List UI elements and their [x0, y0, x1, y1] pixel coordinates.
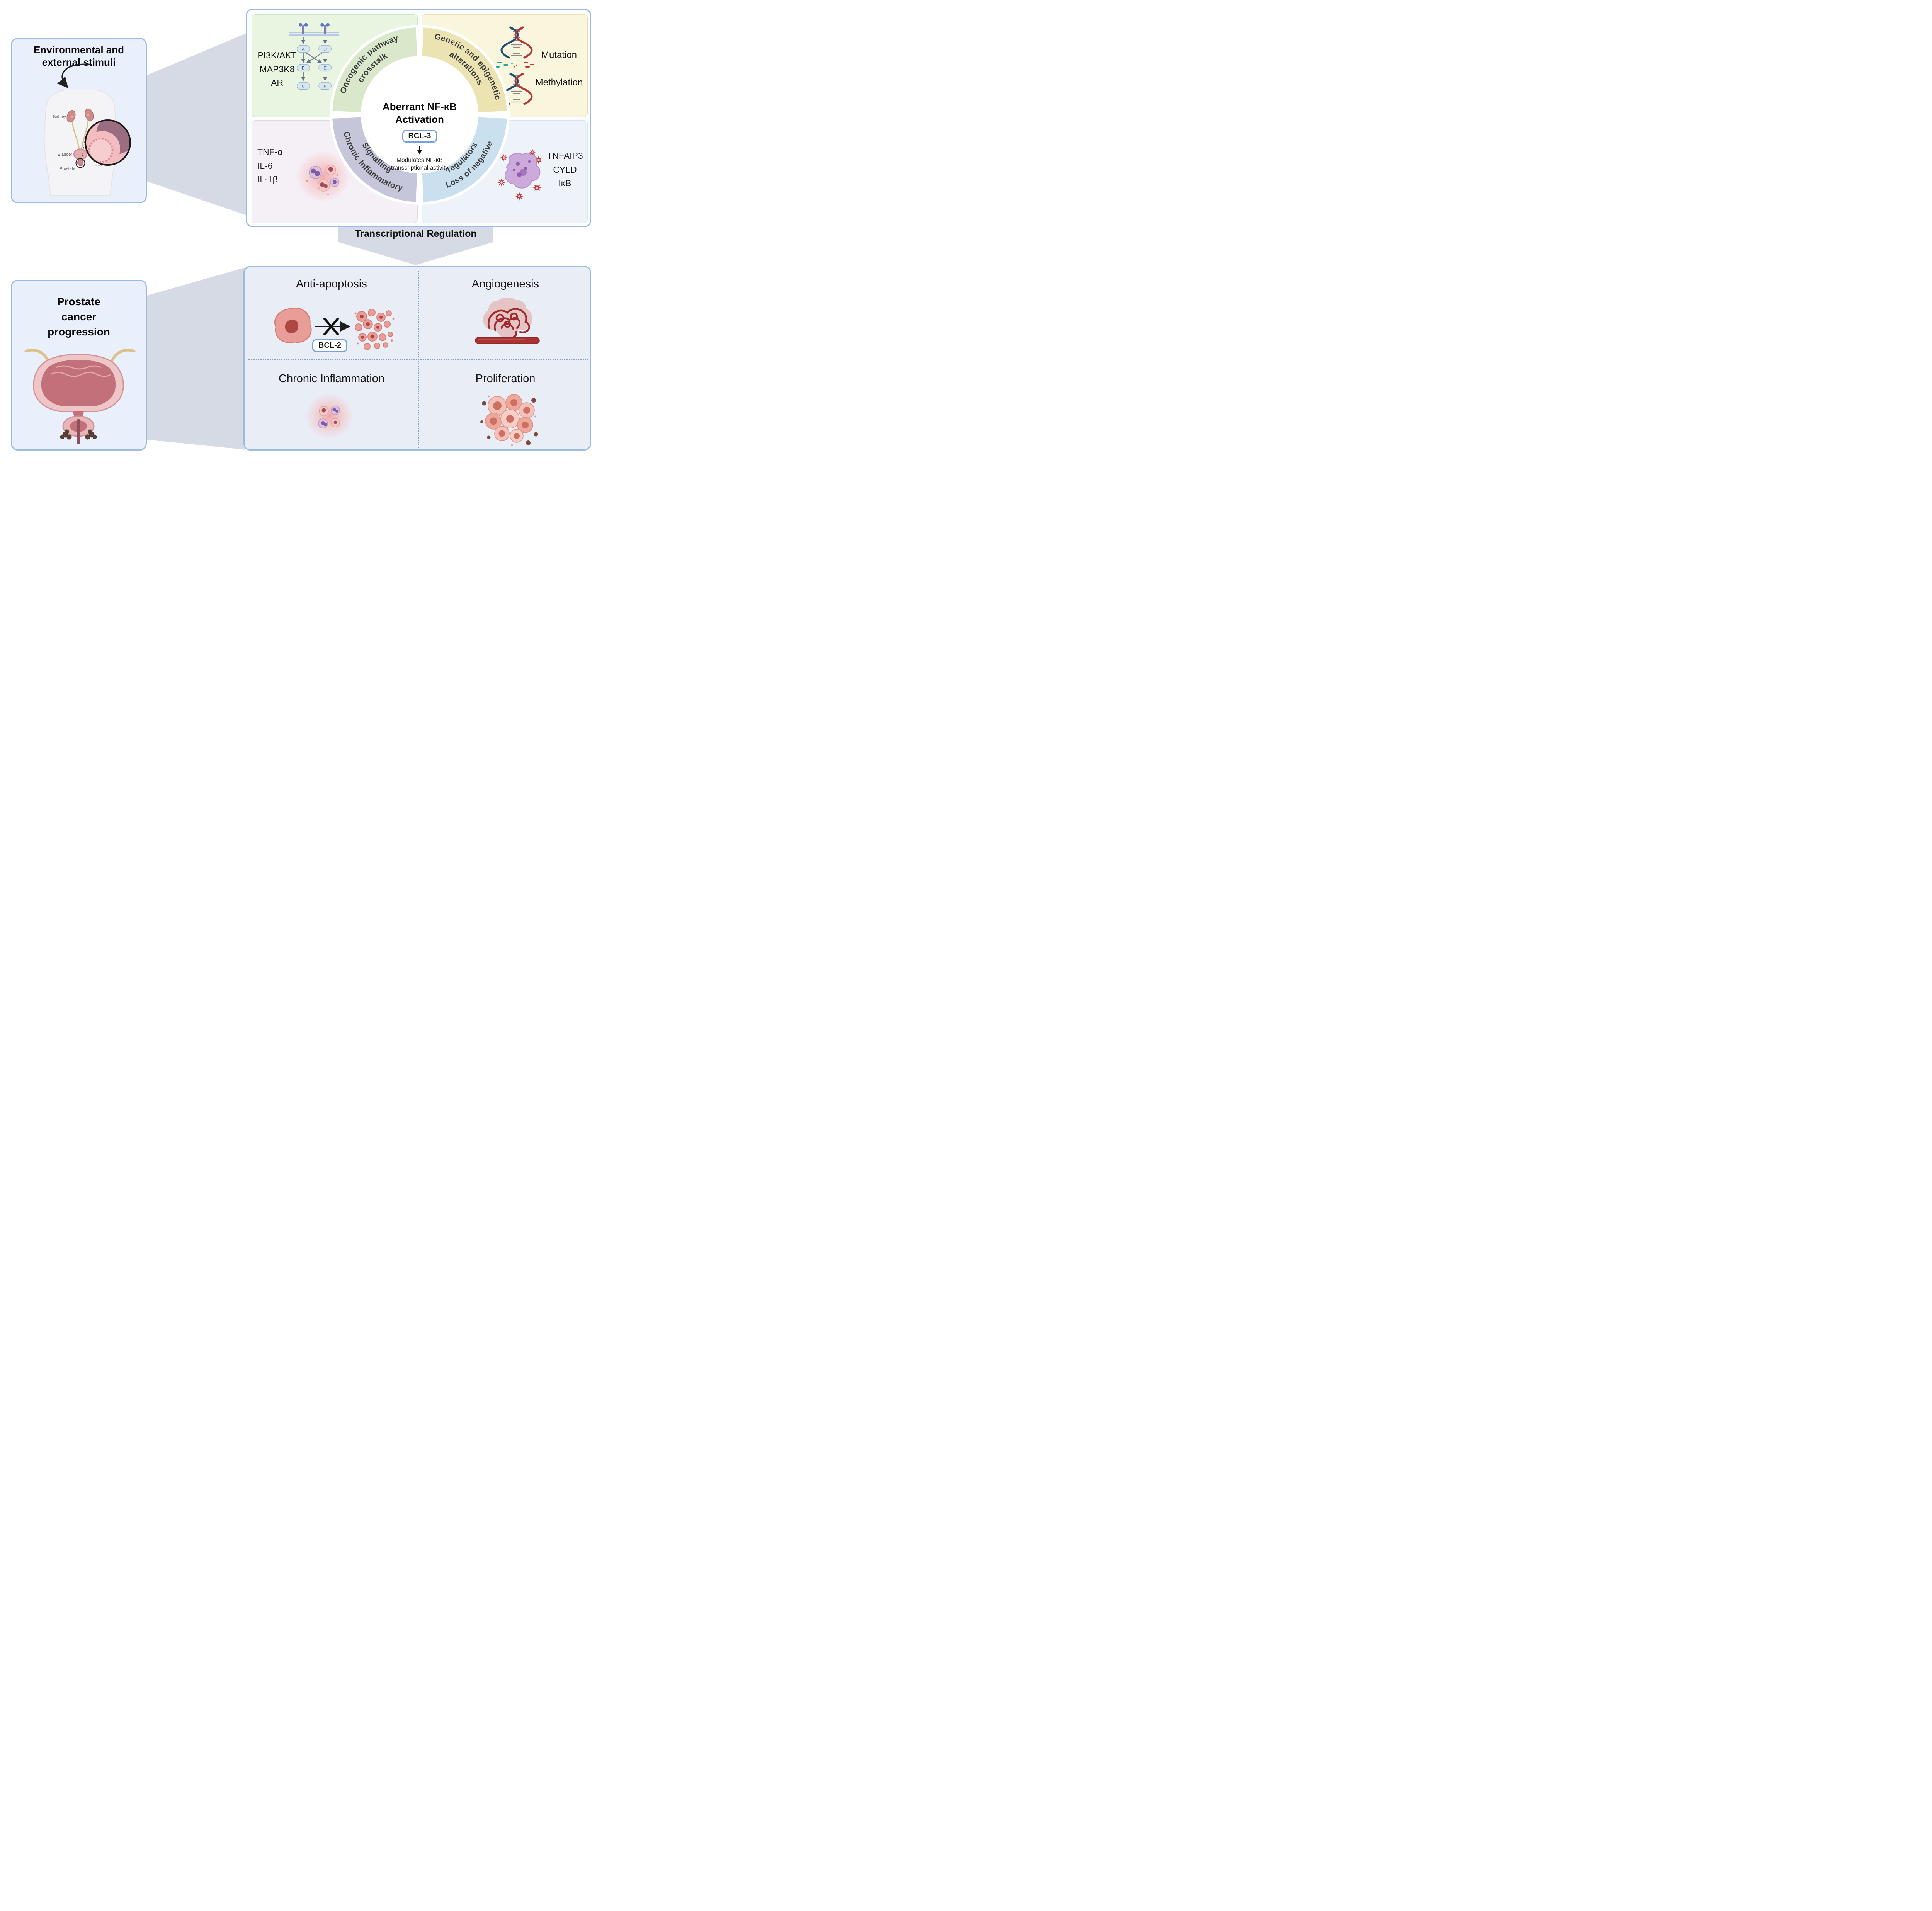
- genetic-labels: Mutation Methylation: [532, 48, 586, 90]
- regulator-label: TNFAIP3: [547, 151, 583, 161]
- gene-label: MAP3K8: [259, 64, 295, 74]
- node-letter: A: [302, 47, 305, 52]
- aberrant-nfkb-center: Aberrant NF-κB Activation BCL-3 Modulate…: [367, 100, 472, 172]
- macrophage-virus-icon: [497, 149, 543, 201]
- bladder-rugae: [56, 365, 101, 370]
- cytokine-label: IL-6: [257, 160, 273, 171]
- node-letter: B: [302, 66, 304, 71]
- mutation-fragments-icon: [496, 62, 534, 68]
- gene-label: AR: [271, 78, 283, 88]
- angiogenesis-icon: [475, 298, 540, 344]
- cytokine-label: TNF-α: [257, 147, 283, 157]
- main-vessel: [475, 337, 540, 344]
- angiogenesis-quadrant: Angiogenesis: [418, 267, 592, 359]
- receptor-icon: [320, 23, 330, 34]
- receptor-icon: [299, 23, 308, 34]
- anti-apoptosis-label: Anti-apoptosis: [296, 278, 367, 290]
- environmental-stimuli-title: Environmental and external stimuli: [33, 44, 124, 68]
- ureter-right: [81, 120, 89, 150]
- transcriptional-regulation-label: Transcriptional Regulation: [355, 228, 477, 239]
- angiogenesis-label: Angiogenesis: [471, 278, 539, 290]
- chronic-inflammation-quadrant: Chronic Inflammation: [245, 359, 418, 452]
- prostate-progression-panel: Prostate cancer progression: [11, 280, 147, 451]
- anti-apoptosis-icon: [274, 308, 395, 350]
- kidney-label: Kidney: [53, 114, 66, 119]
- regulator-genes-list: TNFAIP3 CYLD IκB: [545, 149, 585, 190]
- node-letter: D: [323, 47, 327, 52]
- pathway-diagram-icon: A D B E C F: [289, 23, 339, 90]
- kidney-right-icon: [85, 108, 94, 121]
- tumor-cluster-left: [60, 429, 72, 440]
- inflammatory-arc: [332, 117, 417, 202]
- bladder-prostate-illustration: [24, 349, 136, 444]
- bladder-icon: [73, 148, 87, 160]
- inflammatory-cells-icon: [296, 151, 350, 202]
- ureter-left: [24, 349, 50, 363]
- inflammation-cells-icon: [305, 393, 354, 439]
- transcriptional-regulation-arrow: Transcriptional Regulation: [338, 225, 493, 265]
- environmental-stimuli-panel: Environmental and external stimuli: [11, 38, 147, 203]
- regulators-arc: [422, 117, 507, 202]
- node-letter: C: [302, 84, 305, 89]
- prostate-label: Prostate: [60, 167, 75, 171]
- pathway-nodes: A D B E C F: [297, 45, 332, 90]
- node-letter: F: [324, 84, 327, 89]
- nfkb-activation-panel: PI3K/AKT MAP3K8 AR: [246, 9, 591, 227]
- proliferation-quadrant: Proliferation: [418, 359, 592, 452]
- outcomes-panel: Anti-apoptosis: [243, 266, 591, 451]
- anatomy-illustration: Kidney Bladder Prostate: [44, 90, 131, 196]
- oncogenic-genes-list: PI3K/AKT MAP3K8 AR: [254, 49, 300, 90]
- aberrant-nfkb-title: Aberrant NF-κB Activation: [382, 101, 457, 125]
- chronic-inflammation-label: Chronic Inflammation: [279, 372, 384, 385]
- proliferation-label: Proliferation: [475, 372, 536, 385]
- bladder-inner-wall: [41, 360, 116, 406]
- anti-apoptosis-quadrant: Anti-apoptosis: [245, 267, 418, 359]
- regulator-label: CYLD: [553, 164, 577, 175]
- divider-horizontal: [248, 359, 588, 360]
- node-letter: E: [323, 66, 326, 71]
- bladder-label: Bladder: [58, 152, 72, 157]
- quadrant-ring: Oncogenic pathway crosstalk Genetic and …: [330, 25, 510, 205]
- regulator-label: IκB: [558, 178, 571, 189]
- block-x-icon: [323, 318, 339, 335]
- methylation-label: Methylation: [535, 77, 583, 88]
- zoom-cone-line-1: [82, 138, 85, 160]
- genetic-arc: [422, 27, 507, 112]
- bcl3-note: Modulates NF-κB transcriptional activity: [391, 157, 449, 172]
- figure-canvas: Transcriptional Regulation Environmental…: [0, 0, 599, 458]
- prostate-progression-title: Prostate cancer progression: [48, 296, 110, 338]
- cytokines-list: TNF-α IL-6 IL-1β: [257, 145, 296, 187]
- ureter-left: [71, 121, 80, 150]
- curved-arrow-icon: [57, 63, 92, 88]
- gene-label: PI3K/AKT: [257, 50, 297, 60]
- urethra: [77, 419, 80, 444]
- mutation-label: Mutation: [541, 50, 577, 60]
- bcl2-badge: BCL-2: [312, 339, 347, 352]
- prostate-icon: [77, 159, 84, 166]
- cytokine-label: IL-1β: [257, 174, 278, 185]
- body-silhouette: [44, 90, 117, 196]
- healthy-cell-icon: [274, 308, 312, 343]
- oncogenic-arc: [332, 27, 417, 112]
- connector-bottom: [145, 267, 245, 450]
- down-arrow-icon: [417, 146, 422, 154]
- bcl3-badge: BCL-3: [402, 130, 437, 143]
- ureter-right: [110, 349, 136, 363]
- zoom-source-ring: [75, 158, 85, 168]
- bladder-rugae: [50, 372, 111, 377]
- proliferation-cells-icon: [480, 394, 538, 446]
- kidney-left-icon: [66, 110, 76, 123]
- tumor-cluster-right: [85, 429, 97, 440]
- connector-top: [145, 32, 247, 216]
